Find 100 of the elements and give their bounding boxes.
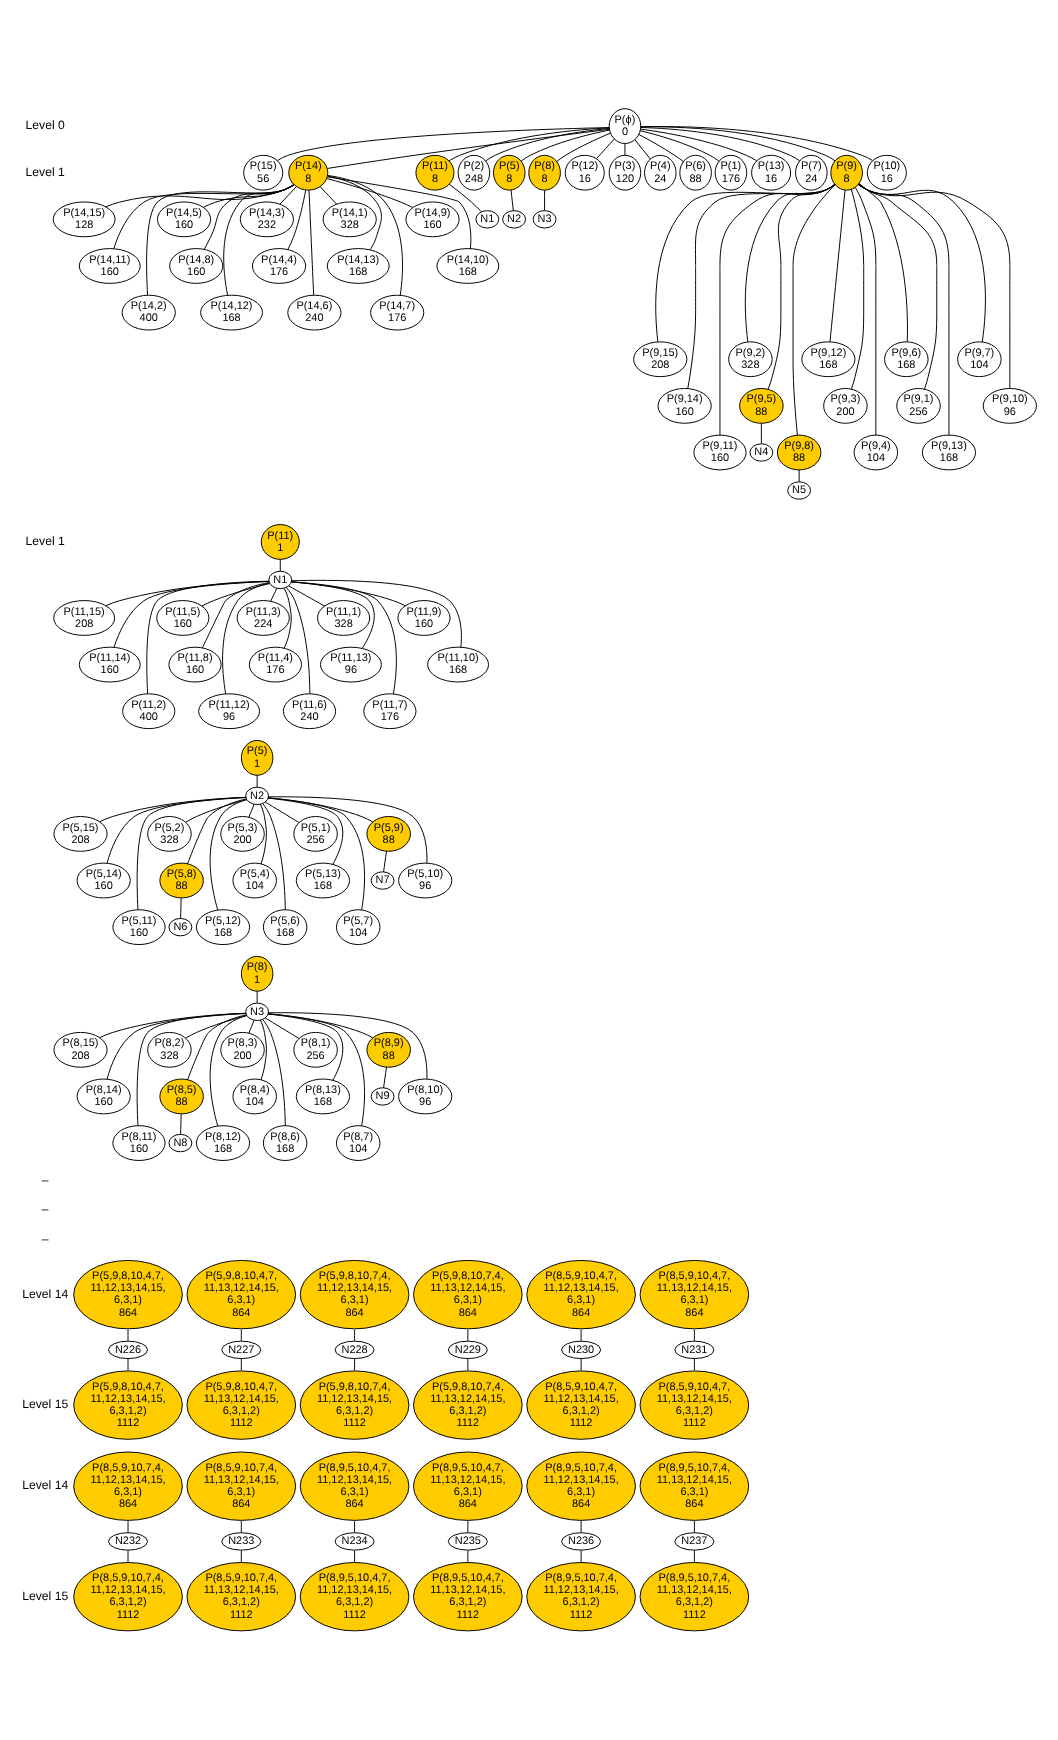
connector (136, 796, 247, 911)
connector (248, 803, 255, 818)
connector (290, 581, 397, 695)
connector (467, 1329, 469, 1342)
connector (792, 184, 836, 436)
connector (267, 796, 428, 864)
connector (201, 582, 270, 649)
connector (264, 1017, 300, 1039)
connector (127, 1520, 129, 1533)
connector (187, 798, 247, 865)
connector (201, 583, 271, 607)
connector (327, 128, 610, 169)
connector (187, 1014, 247, 1081)
connector (448, 183, 482, 213)
connector (485, 127, 610, 162)
connector (467, 1520, 469, 1533)
connector (693, 1358, 695, 1371)
connector (99, 1012, 247, 1039)
connector (580, 1358, 582, 1371)
connector (260, 1019, 267, 1081)
connector (105, 580, 270, 607)
connector (693, 1520, 695, 1533)
connector (288, 585, 326, 607)
connector (798, 469, 800, 483)
connector (544, 189, 546, 211)
connector (277, 127, 610, 161)
connector (291, 581, 406, 607)
connector (640, 128, 758, 162)
connector (640, 127, 801, 162)
connector (105, 184, 295, 208)
connector (106, 797, 247, 864)
connector (202, 184, 295, 208)
connector (580, 1549, 582, 1563)
connector (354, 1520, 356, 1533)
connector (256, 774, 258, 788)
connector (596, 138, 615, 160)
connector (354, 1358, 356, 1371)
connector (285, 587, 311, 695)
connector (291, 579, 462, 648)
connector (287, 189, 307, 251)
connector (283, 587, 292, 649)
connector (634, 139, 651, 160)
connector (327, 175, 382, 250)
connector (136, 1012, 247, 1127)
connector (857, 184, 1011, 390)
connector (267, 1012, 428, 1080)
connector (240, 1329, 242, 1342)
connector (354, 1329, 356, 1342)
connector (248, 1019, 255, 1034)
connector (326, 178, 414, 208)
connector (180, 897, 182, 919)
connector (858, 182, 908, 343)
connector (127, 1549, 129, 1563)
connector (146, 580, 270, 695)
connector (858, 183, 938, 390)
connector (256, 990, 258, 1004)
connector (767, 183, 836, 390)
connector (240, 1358, 242, 1371)
connector (267, 797, 374, 823)
connector (640, 126, 873, 161)
connector (556, 132, 611, 163)
connector (127, 1358, 129, 1371)
connector (687, 184, 836, 390)
connector (854, 186, 877, 436)
connector (279, 558, 281, 572)
connector (320, 186, 338, 205)
connector (580, 1520, 582, 1533)
connector (520, 129, 611, 162)
connector (640, 126, 836, 162)
connector (719, 184, 836, 436)
connector (327, 176, 472, 250)
connector (264, 801, 300, 823)
connector (260, 803, 267, 865)
connector (354, 1549, 356, 1563)
connector (262, 803, 286, 911)
connector (240, 1549, 242, 1563)
connector (127, 1329, 129, 1342)
connector (638, 133, 685, 163)
connector (693, 1549, 695, 1563)
connector (222, 582, 271, 695)
connector (857, 183, 950, 436)
connector (209, 1014, 248, 1127)
connector (580, 1329, 582, 1342)
connector (448, 127, 610, 162)
connector (760, 423, 762, 445)
connector (467, 1549, 469, 1563)
connector (308, 189, 315, 296)
connector (857, 184, 986, 343)
connector (185, 1015, 248, 1039)
connector (467, 1358, 469, 1371)
connector (693, 1329, 695, 1342)
connector (510, 189, 514, 212)
connector (639, 130, 720, 162)
connector (279, 186, 297, 205)
connector (267, 1013, 374, 1039)
connector (240, 1520, 242, 1533)
connector (829, 189, 846, 343)
connector (624, 143, 626, 156)
connector (850, 188, 865, 390)
connector (180, 1113, 182, 1135)
